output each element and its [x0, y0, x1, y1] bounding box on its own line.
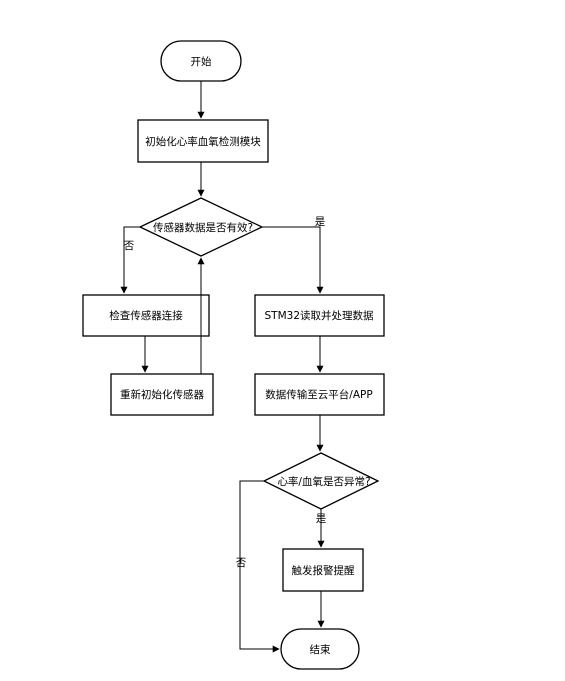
node-start: 开始 — [160, 40, 242, 82]
decision-abnormal-label: 心率/血氧是否异常? — [277, 475, 370, 488]
edge-label-abnormal-no: 否 — [236, 557, 247, 569]
edge-abnormal-no — [239, 480, 280, 653]
node-check-connection: 检查传感器连接 — [82, 294, 210, 337]
node-alert: 触发报警提醒 — [282, 548, 364, 592]
decision-data-valid-label: 传感器数据是否有效? — [153, 221, 253, 234]
node-init-module: 初始化心率血氧检测模块 — [137, 119, 269, 163]
decision-data-valid: 传感器数据是否有效? — [138, 197, 264, 257]
node-start-label: 开始 — [191, 55, 212, 68]
edge-valid-yes — [262, 226, 324, 294]
node-check-connection-label: 检查传感器连接 — [109, 309, 183, 322]
node-init-module-label: 初始化心率血氧检测模块 — [145, 135, 261, 148]
edge-label-valid-yes: 是 — [315, 216, 326, 228]
node-end-label: 结束 — [310, 643, 331, 656]
node-reinit-sensor: 重新初始化传感器 — [110, 373, 214, 416]
node-end: 结束 — [280, 628, 360, 670]
node-stm32-read-label: STM32读取并处理数据 — [265, 309, 374, 322]
decision-abnormal: 心率/血氧是否异常? — [262, 452, 380, 510]
node-stm32-read: STM32读取并处理数据 — [254, 294, 385, 337]
node-transmit-label: 数据传输至云平台/APP — [265, 388, 372, 401]
edge-valid-no — [120, 226, 140, 294]
node-reinit-sensor-label: 重新初始化传感器 — [120, 388, 204, 401]
node-transmit: 数据传输至云平台/APP — [254, 373, 385, 416]
edge-label-valid-no: 否 — [124, 240, 135, 252]
node-alert-label: 触发报警提醒 — [292, 564, 355, 577]
edge-label-abnormal-yes: 是 — [316, 513, 327, 525]
